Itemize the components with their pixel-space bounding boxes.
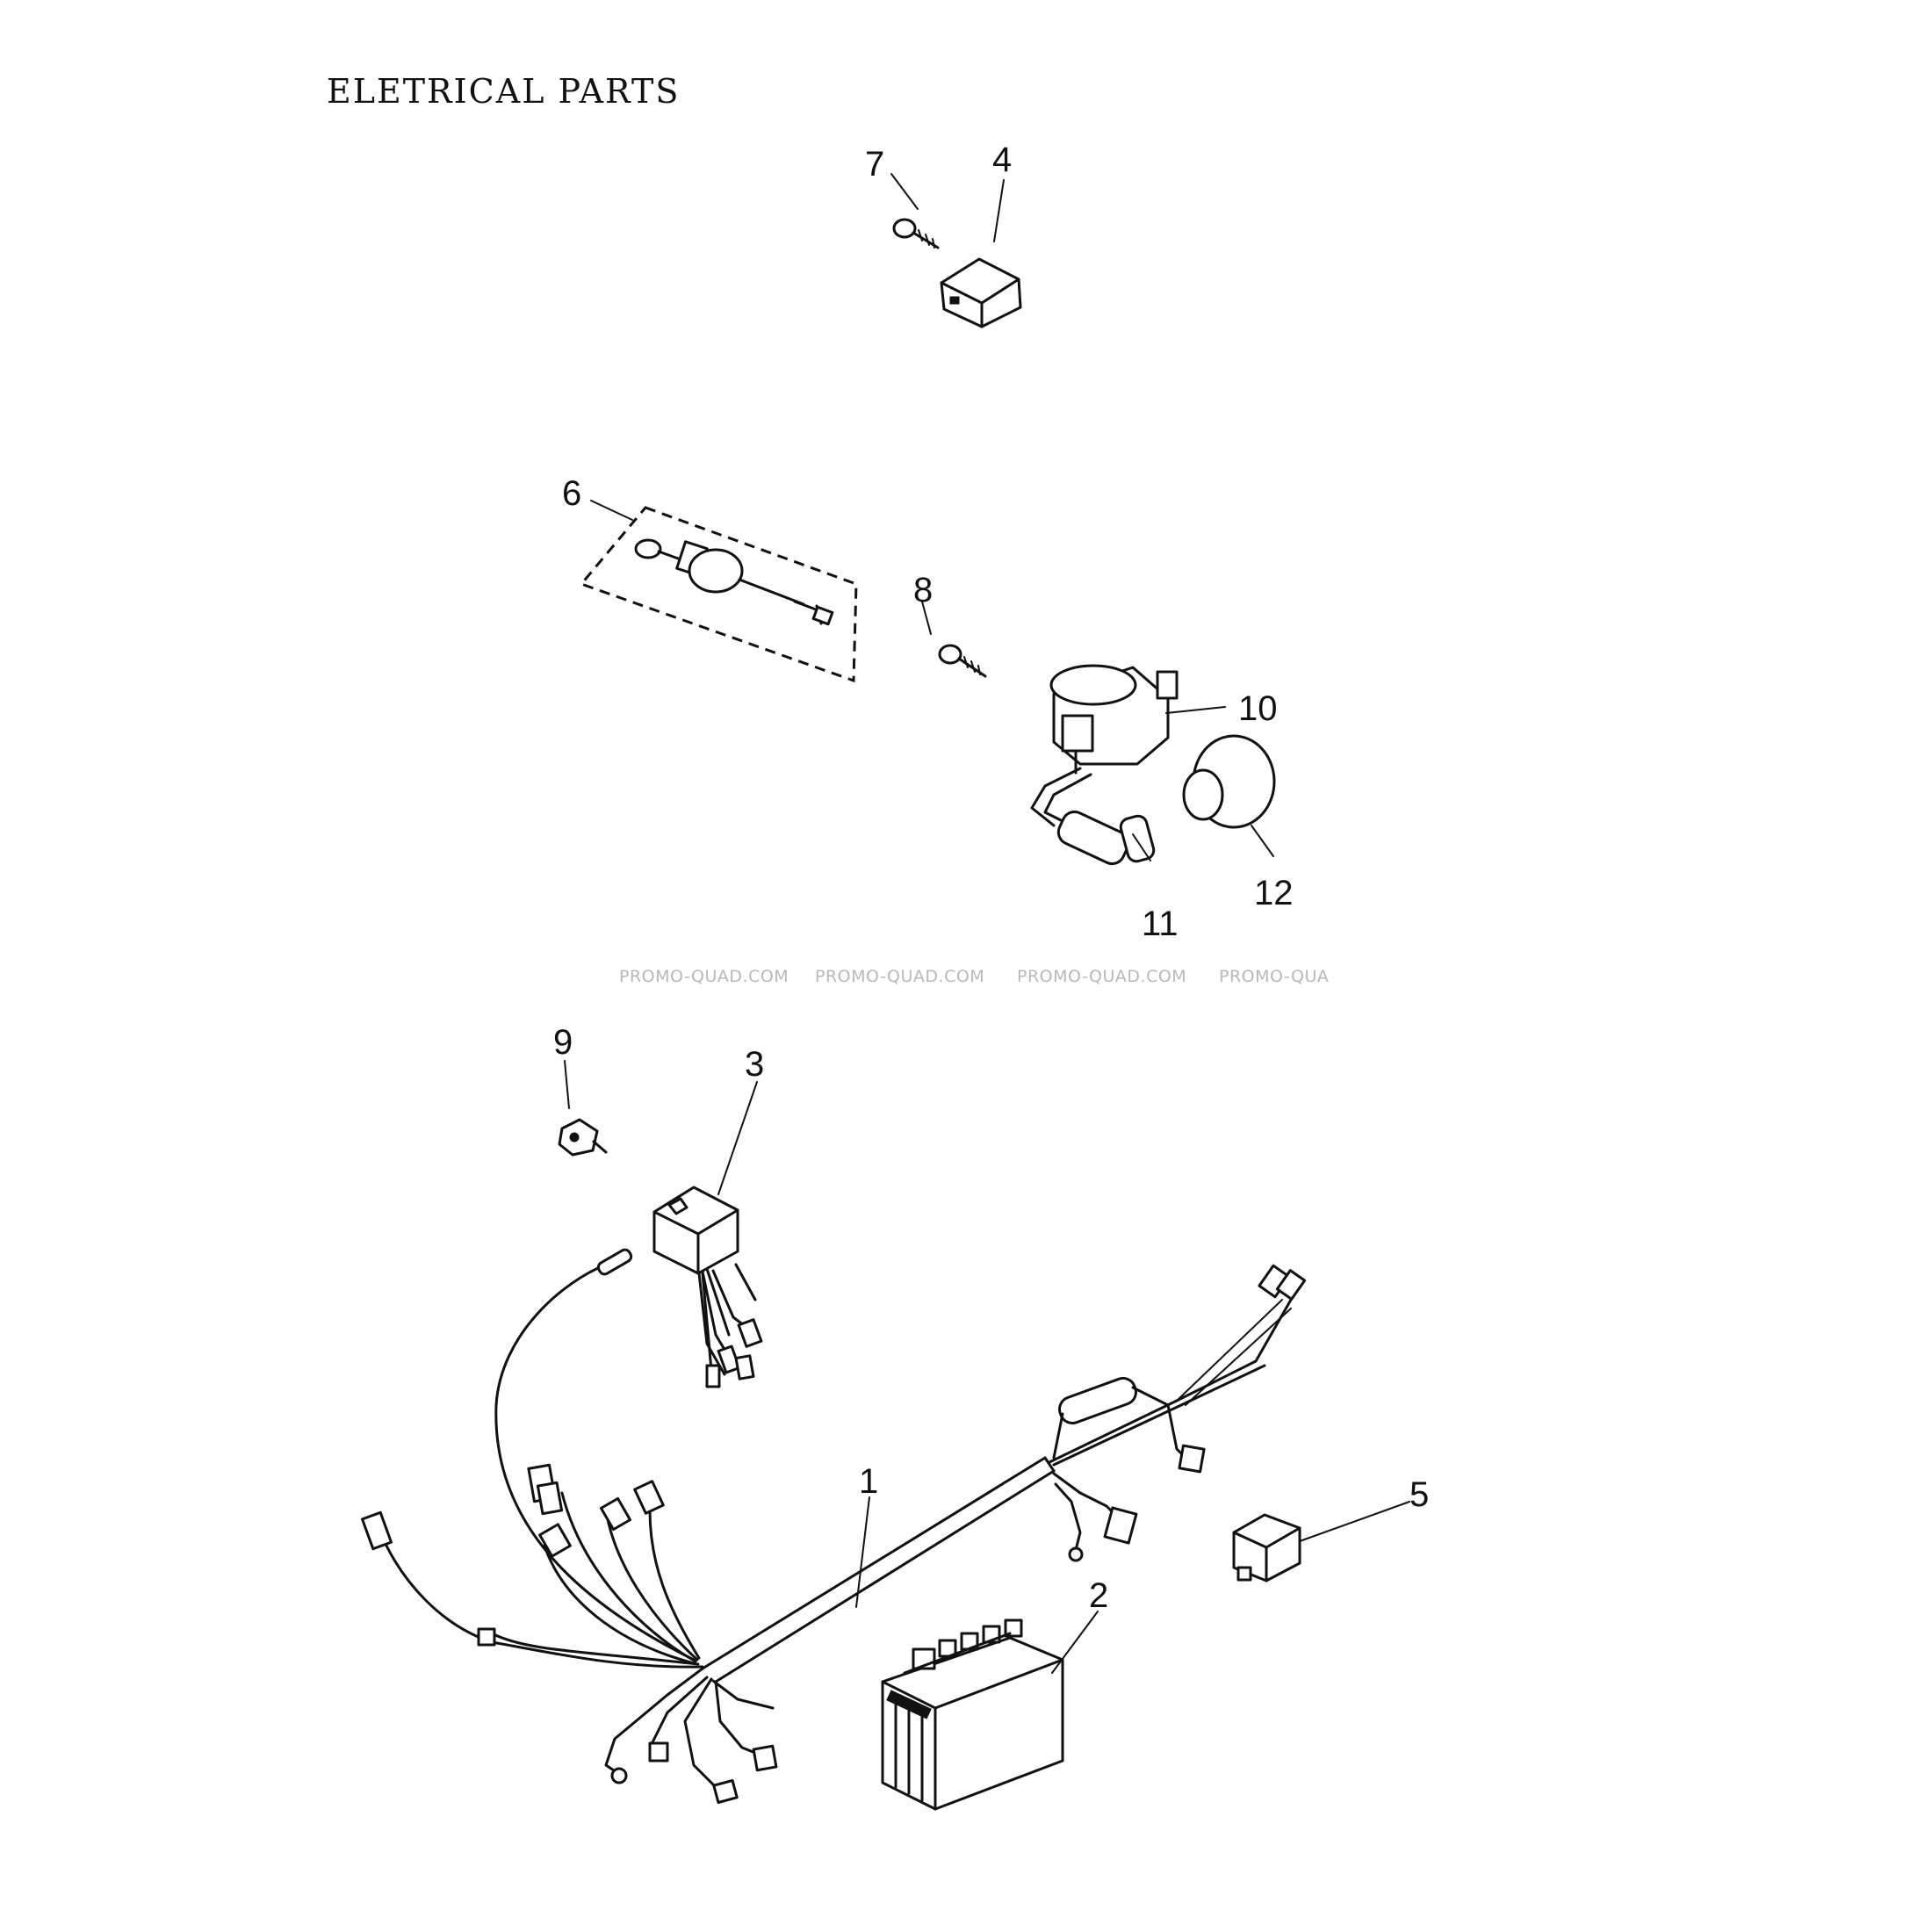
callout-12: 12 xyxy=(1254,874,1294,912)
callout-9: 9 xyxy=(553,1023,573,1062)
callout-2: 2 xyxy=(1089,1576,1108,1615)
part-12-cap xyxy=(1182,734,1276,829)
callout-8: 8 xyxy=(913,571,933,609)
part-5-relay xyxy=(1232,1513,1301,1582)
part-10-ignition-coil xyxy=(1049,664,1179,775)
callout-6: 6 xyxy=(562,474,581,513)
callout-11: 11 xyxy=(1142,905,1179,943)
part-6-ignition-switch xyxy=(579,506,858,683)
watermark-text: PROMO-QUAD.COM xyxy=(1017,967,1186,986)
callout-5: 5 xyxy=(1409,1475,1429,1514)
watermark-text: PROMO-QUA xyxy=(1219,967,1329,986)
part-4-relay xyxy=(940,257,1022,328)
diagram-title: ELETRICAL PARTS xyxy=(327,72,681,111)
watermark-text: PROMO-QUAD.COM xyxy=(619,967,789,986)
watermark-text: PROMO-QUAD.COM xyxy=(815,967,984,986)
callout-10: 10 xyxy=(1238,689,1278,728)
part-8-screw xyxy=(938,644,987,678)
part-1-wire-harness xyxy=(361,1248,1307,1805)
part-2-battery xyxy=(881,1618,1064,1811)
callout-1: 1 xyxy=(859,1462,878,1501)
callout-numbers: 7 4 6 8 10 12 11 9 3 1 2 5 xyxy=(553,141,1429,1615)
callout-4: 4 xyxy=(992,141,1012,179)
part-9-bolt xyxy=(558,1118,608,1157)
part-7-screw xyxy=(892,218,940,249)
part-11-plug-cap xyxy=(1030,767,1156,866)
watermark: PROMO-QUAD.COM PROMO-QUAD.COM PROMO-QUAD… xyxy=(619,967,1329,986)
part-3-cdi-unit xyxy=(652,1186,763,1388)
callout-7: 7 xyxy=(865,145,884,184)
callout-3: 3 xyxy=(745,1045,764,1084)
leader-lines xyxy=(564,173,1410,1674)
